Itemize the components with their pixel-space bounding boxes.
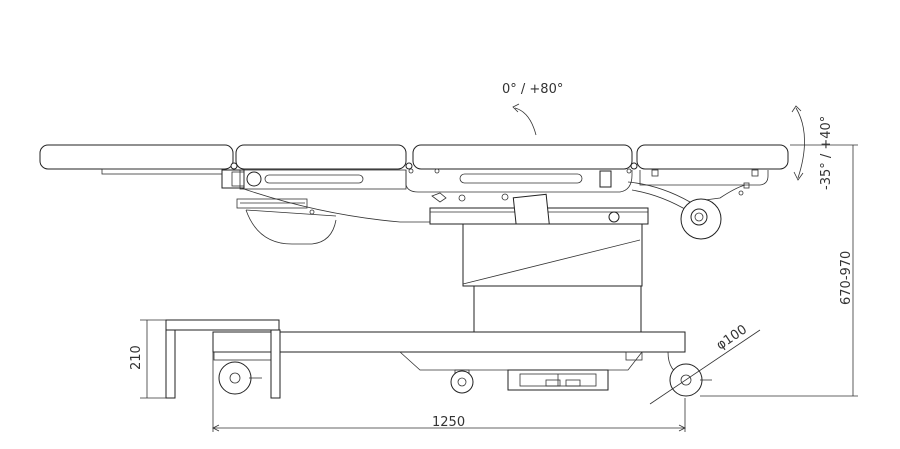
head-cup-rim <box>245 209 337 217</box>
base <box>212 331 712 397</box>
backrest-arrow <box>514 107 537 136</box>
seat-slot <box>459 173 583 184</box>
backrest-angle: 0° / +80° <box>502 82 563 136</box>
pedal-left <box>545 379 561 387</box>
leg-pad-2 <box>751 169 759 177</box>
seat-lock <box>599 170 612 188</box>
leg-cushion <box>636 144 789 170</box>
leg-roller-hub <box>694 212 704 222</box>
length-arrow-right <box>678 424 686 432</box>
pin-b <box>434 168 440 174</box>
base-skirt <box>399 351 643 371</box>
step-leg-left <box>165 329 176 399</box>
column-assembly <box>429 192 649 333</box>
pedal-right <box>565 379 581 387</box>
hinge-2 <box>405 162 413 170</box>
back-knob <box>246 171 262 187</box>
head-cushion <box>39 144 234 170</box>
back-cushion <box>235 144 407 170</box>
pin-a <box>408 168 414 174</box>
base-beam <box>212 331 686 353</box>
length-arrow-left <box>212 424 220 432</box>
legrest-arrowhead-bottom <box>793 171 804 181</box>
left-caster-hub <box>229 372 241 384</box>
leg-roller-inner <box>690 208 708 226</box>
head-support <box>236 187 430 245</box>
length-label: 1250 <box>432 415 465 430</box>
column-upper <box>462 223 643 287</box>
seat-cushion <box>412 144 633 170</box>
leg-stop <box>743 182 750 189</box>
legrest-angle-label: -35° / +40° <box>819 116 834 190</box>
head-pin <box>309 209 315 215</box>
length-dimension: 1250 <box>212 352 686 432</box>
wheel-leader <box>649 329 761 405</box>
legrest-angle: -35° / +40° <box>791 105 834 190</box>
column-knob <box>608 211 620 223</box>
base-tab <box>625 351 643 361</box>
hinge-1 <box>230 162 238 170</box>
center-caster-wheel <box>450 370 474 394</box>
step-leg-right <box>270 329 281 399</box>
mech-pin-2 <box>501 193 509 201</box>
mech-bolt <box>431 192 447 203</box>
head-rail <box>101 168 225 175</box>
column-diagonal <box>462 239 641 285</box>
back-sweep <box>240 187 430 223</box>
frame <box>101 168 769 240</box>
step-height-label: 210 <box>129 345 144 370</box>
backrest-arrowhead <box>512 103 520 113</box>
leg-pad-1 <box>651 169 659 177</box>
column-lower <box>473 285 642 333</box>
leg-frame <box>639 170 769 186</box>
height-dimension: 670-970 <box>700 144 858 397</box>
step-top <box>165 319 280 331</box>
left-caster-mount <box>213 351 273 361</box>
height-label: 670-970 <box>839 251 854 305</box>
legrest-arrowhead-top <box>791 105 802 113</box>
hinge-3 <box>630 162 638 170</box>
center-caster-hub <box>457 377 467 387</box>
mech-pin-1 <box>458 194 466 202</box>
head-bracket-inner <box>231 171 245 187</box>
left-caster-wheel <box>218 361 252 395</box>
step-stool: 210 <box>129 319 281 399</box>
back-slot <box>264 174 364 184</box>
table-top <box>39 144 789 170</box>
backrest-angle-label: 0° / +80° <box>502 82 563 97</box>
seat-frame <box>405 170 633 193</box>
right-caster-hub <box>680 374 692 386</box>
pin-c <box>626 168 632 174</box>
legrest-arrow <box>795 107 805 179</box>
leg-pivot <box>738 190 744 196</box>
head-bracket <box>221 169 245 189</box>
head-cup <box>245 209 337 245</box>
head-support-bar <box>236 198 308 209</box>
